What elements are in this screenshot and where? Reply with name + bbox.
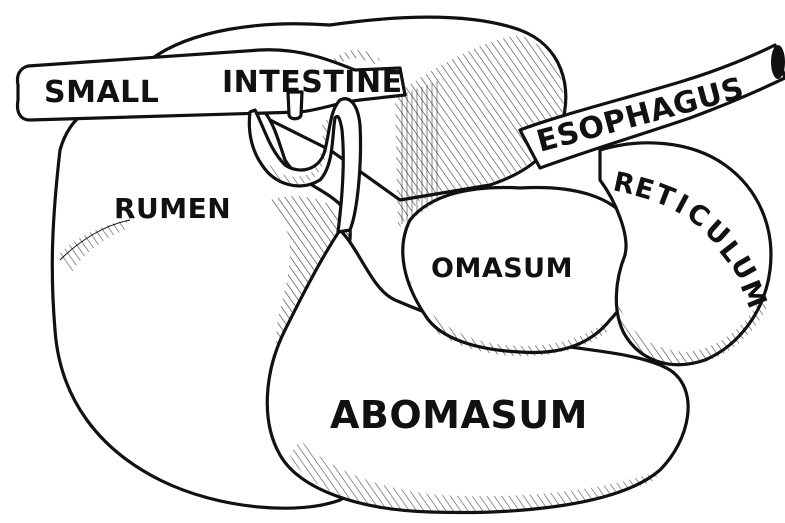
label-abomasum: ABOMASUM — [330, 393, 588, 437]
label-intestine: INTESTINE — [222, 65, 403, 100]
label-small: SMALL — [44, 75, 159, 110]
esophagus-opening — [771, 45, 785, 79]
label-omasum: OMASUM — [431, 253, 573, 284]
rumen-center-shading — [400, 80, 440, 225]
label-rumen: RUMEN — [114, 192, 231, 225]
